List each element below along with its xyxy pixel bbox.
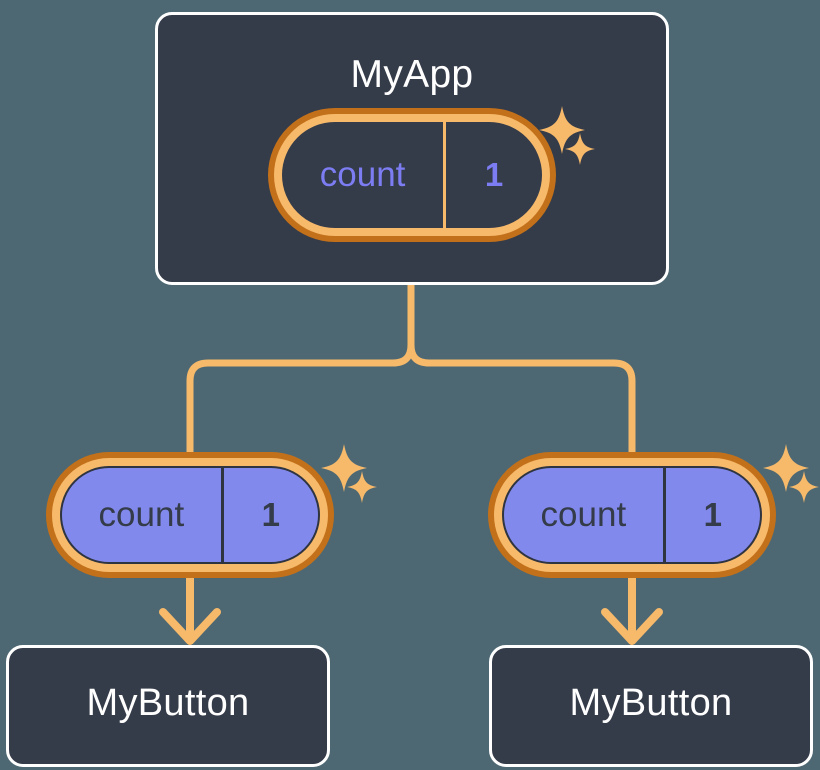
component-card-label: MyButton xyxy=(86,682,250,724)
sparkle-icon-small xyxy=(347,471,377,503)
state-pill-child-left[interactable]: count 1 xyxy=(46,452,334,578)
state-pill-ring: count 1 xyxy=(52,458,328,572)
state-pill-key: count xyxy=(98,495,185,534)
state-pill-ring: count 1 xyxy=(494,458,770,572)
state-pill-body: count 1 xyxy=(60,466,320,564)
state-pill-divider xyxy=(220,468,224,562)
sparkle-icon-large xyxy=(763,444,809,492)
state-pill-value: 1 xyxy=(703,496,723,533)
component-card-mybutton-left[interactable]: MyButton xyxy=(6,645,330,767)
state-pill-body: count 1 xyxy=(502,466,762,564)
state-pill-value: 1 xyxy=(261,496,281,533)
state-pill-value: 1 xyxy=(484,156,504,193)
state-pill-key: count xyxy=(540,495,627,534)
state-pill-root[interactable]: count 1 xyxy=(268,108,556,242)
state-pill-child-right[interactable]: count 1 xyxy=(488,452,776,578)
sparkle-icon-large xyxy=(539,106,585,154)
component-card-label: MyButton xyxy=(569,682,733,724)
state-pill-ring: count 1 xyxy=(274,114,550,236)
sparkle-icon-large xyxy=(321,444,367,492)
arrow-down-icon-left xyxy=(159,608,221,645)
page-title: MyApp xyxy=(350,53,474,96)
state-pill-divider xyxy=(662,468,666,562)
connector-root-to-right xyxy=(407,281,636,474)
arrow-down-icon-right xyxy=(601,608,663,645)
sparkle-icon-small xyxy=(565,133,595,165)
sparkle-icon-root xyxy=(539,106,595,165)
sparkle-icon-child-left xyxy=(321,444,377,503)
sparkle-icon-small xyxy=(789,471,819,503)
sparkle-icon-child-right xyxy=(763,444,819,503)
state-pill-divider xyxy=(443,122,447,228)
state-pill-body: count 1 xyxy=(282,122,542,228)
component-card-mybutton-right[interactable]: MyButton xyxy=(489,645,813,767)
state-pill-key: count xyxy=(319,155,406,194)
